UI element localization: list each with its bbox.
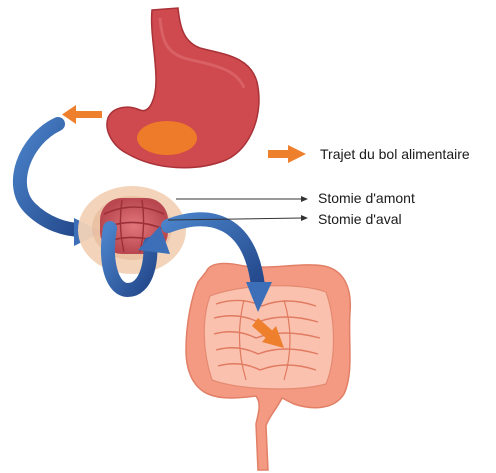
legend-label: Trajet du bol alimentaire (320, 146, 470, 162)
food-bolus (137, 121, 197, 155)
colon-icon (186, 264, 350, 470)
stomach-icon (107, 8, 259, 168)
legend-arrow-icon (268, 145, 306, 163)
callout-upstream-stoma: Stomie d'amont (318, 190, 415, 206)
callout-downstream-stoma: Stomie d'aval (318, 211, 402, 227)
bolus-path-arrow (62, 105, 102, 124)
